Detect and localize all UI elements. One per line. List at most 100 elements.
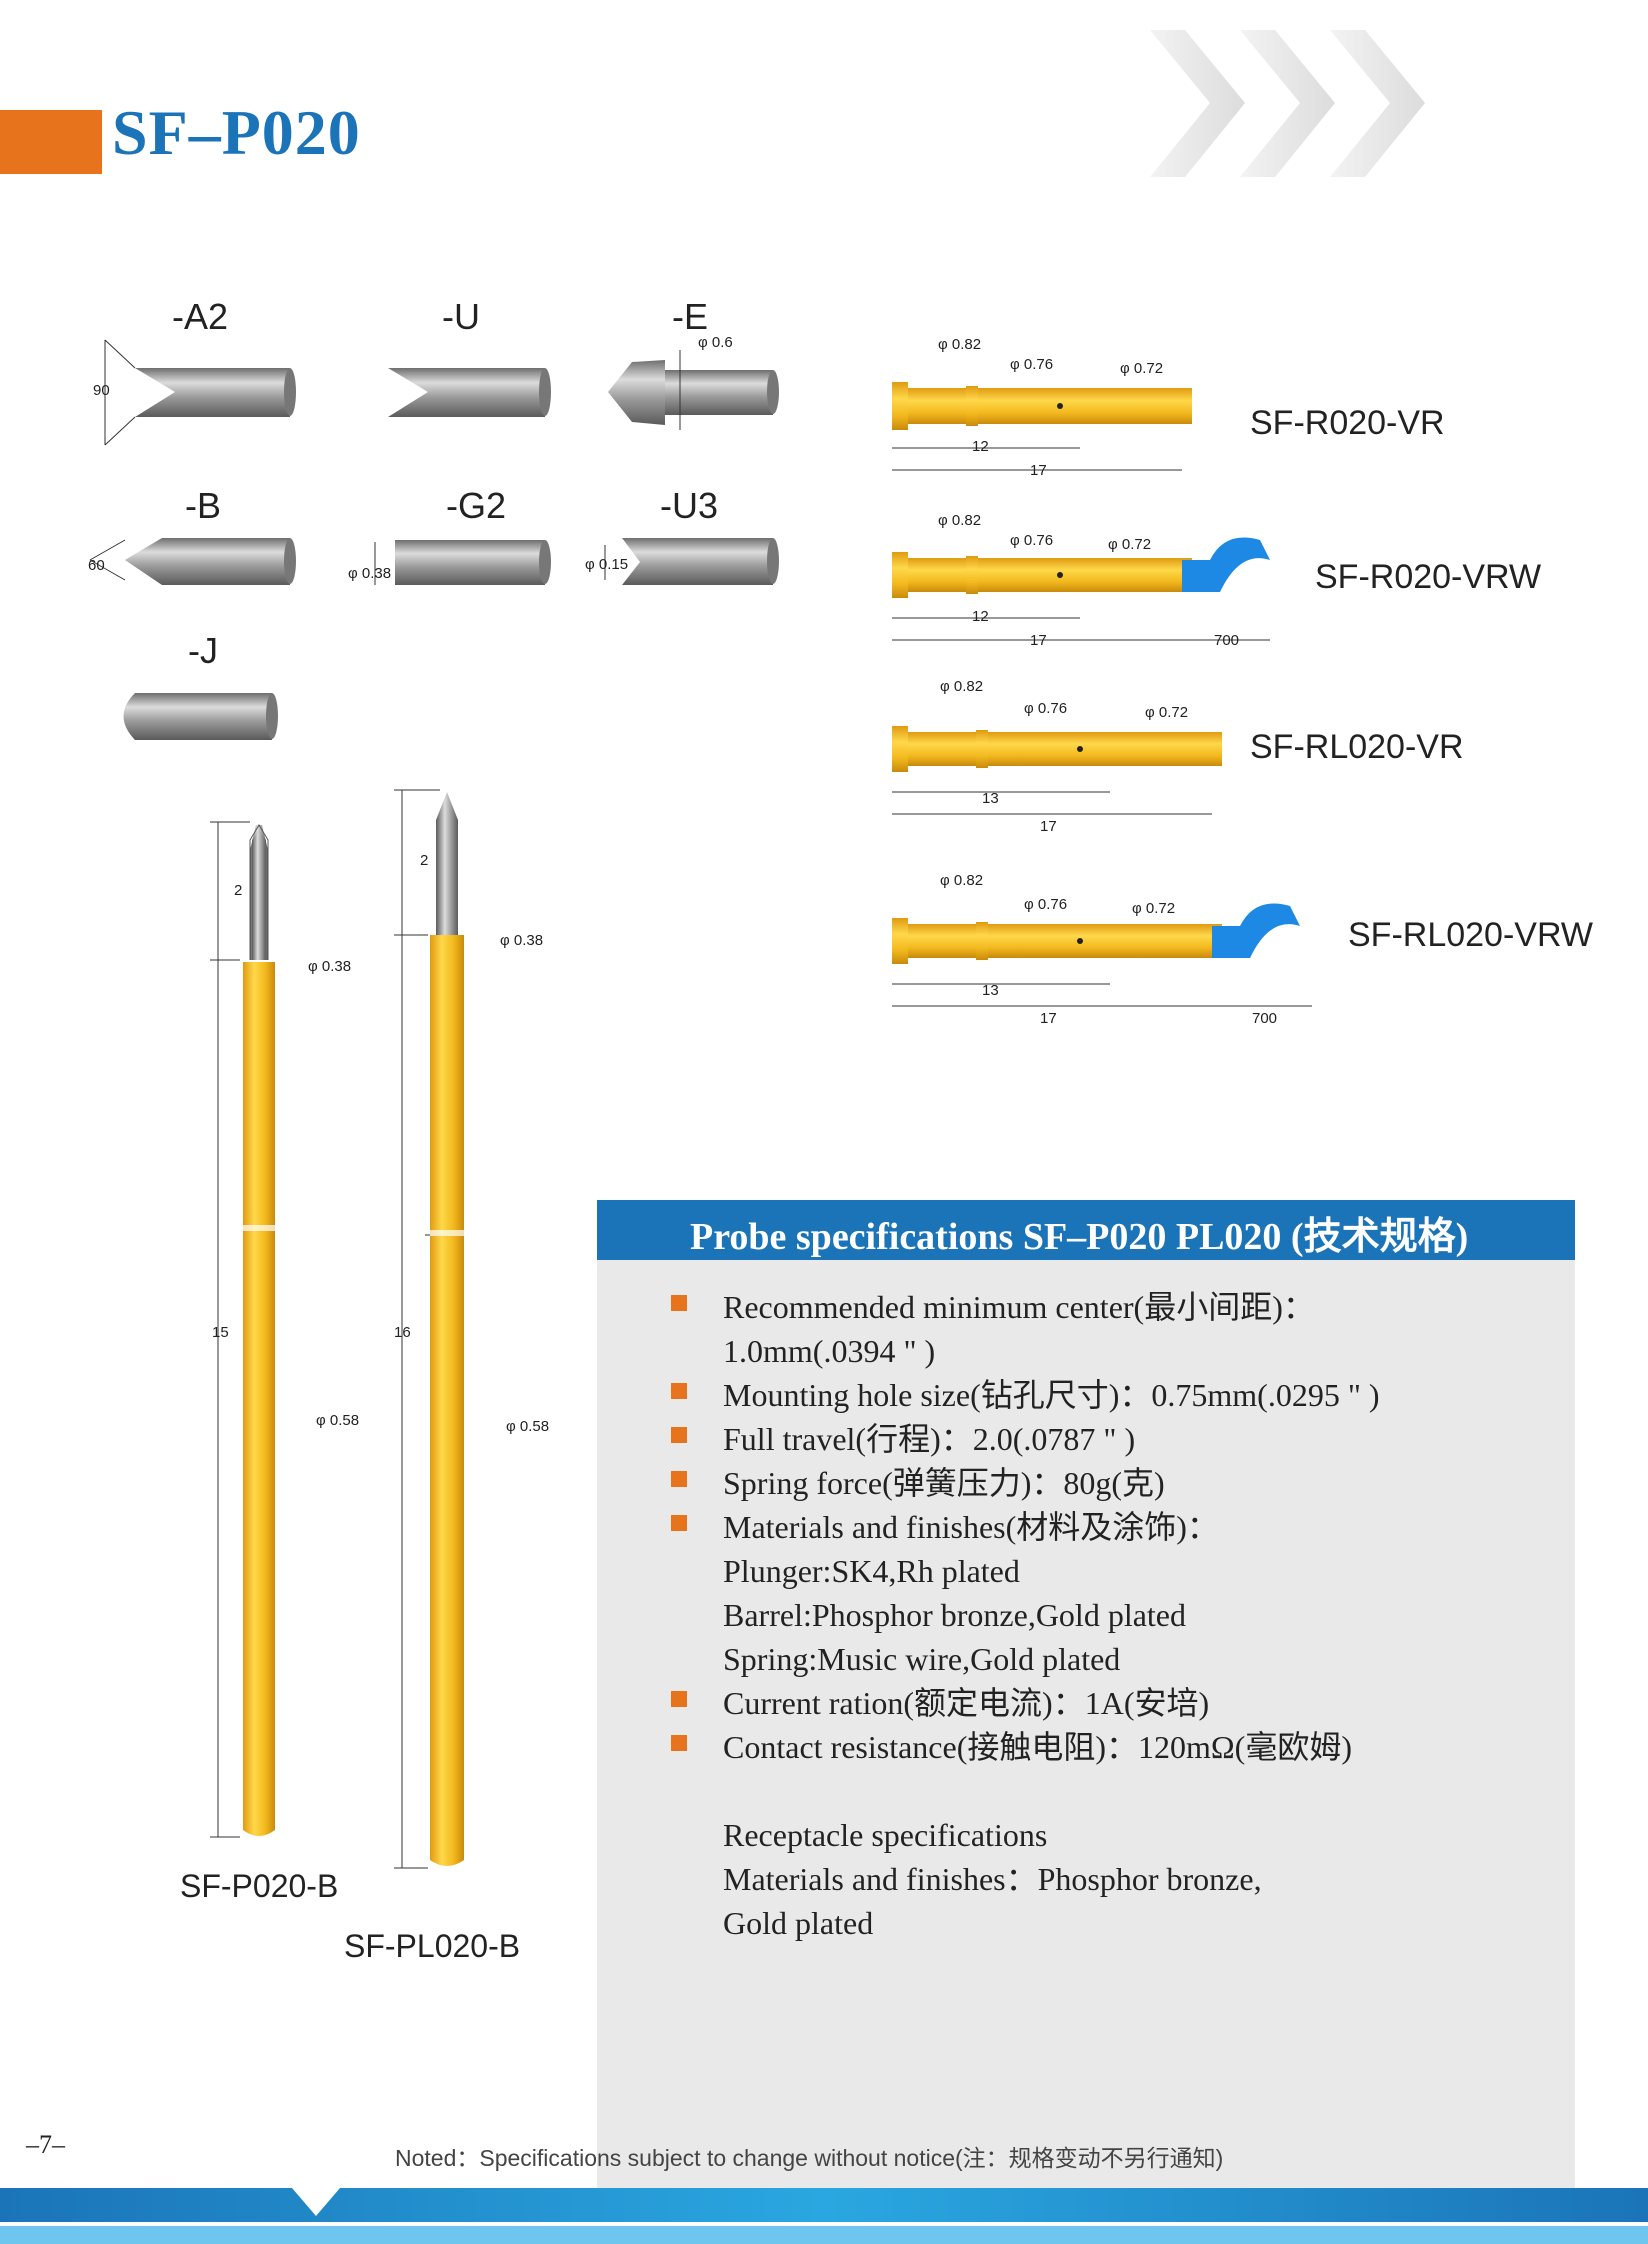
title-accent-bar [0,110,102,174]
bullet-icon [671,1515,687,1531]
rl020-vr-l1: 13 [982,790,999,807]
r020-vr-l1: 12 [972,438,989,455]
r020-vr-d3: φ 0.72 [1120,360,1164,377]
probe-drawings [210,789,465,1869]
rl020-vr-d1: φ 0.82 [940,678,984,695]
r020-vr-label: SF-R020-VR [1250,404,1445,442]
spec-heading: Probe specifications SF–P020 PL020 (技术规格… [690,1216,1469,1258]
spec-item-text: Contact resistance(接触电阻)：120mΩ(毫欧姆) [723,1729,1352,1765]
spec-item-text: Mounting hole size(钻孔尺寸)：0.75mm(.0295 " … [723,1377,1380,1413]
spec-item-text: 1.0mm(.0394 " ) [723,1333,936,1369]
bullet-icon [671,1691,687,1707]
receptacle-r020-vrw-icon [892,537,1270,641]
p020-tip-dia: φ 0.38 [308,958,352,975]
probe-pl020-b-icon [394,789,465,1869]
bullet-icon [671,1471,687,1487]
rl020-vrw-l3: 700 [1252,1010,1278,1027]
r020-vrw-l3: 700 [1214,632,1240,649]
tip-e-dim: φ 0.6 [698,334,733,351]
spec-item-text: Recommended minimum center(最小间距)： [723,1289,1315,1325]
tip-label-j: -J [188,630,218,671]
pl020-tip-len: 2 [420,852,429,869]
tip-u-icon [388,368,551,417]
spec-header-bar [597,1200,1575,1260]
spec-item-text: Spring force(弹簧压力)：80g(克) [723,1465,1165,1501]
spec-item-text: Plunger:SK4,Rh plated [723,1553,1020,1589]
spec-item: Plunger:SK4,Rh plated [667,1549,1547,1593]
spec-item: Spring force(弹簧压力)：80g(克) [667,1461,1547,1505]
tip-label-b: -B [185,485,221,526]
spec-item: Barrel:Phosphor bronze,Gold plated [667,1593,1547,1637]
pl020-tip-dia: φ 0.38 [500,932,544,949]
tip-label-e: -E [672,296,708,337]
spec-item: Materials and finishes(材料及涂饰)： [667,1505,1547,1549]
footnote: Noted：Specifications subject to change w… [395,2145,1224,2171]
spec-item-text: Spring:Music wire,Gold plated [723,1641,1121,1677]
rl020-vr-label: SF-RL020-VR [1250,728,1464,766]
p020-label: SF-P020-B [180,1868,339,1904]
rl020-vrw-d1: φ 0.82 [940,872,984,889]
bullet-icon [671,1295,687,1311]
spec-item: Current ration(额定电流)：1A(安培) [667,1681,1547,1725]
tip-label-a2: -A2 [172,296,229,337]
spec-item: Mounting hole size(钻孔尺寸)：0.75mm(.0295 " … [667,1373,1547,1417]
r020-vrw-l1: 12 [972,608,989,625]
rl020-vrw-d2: φ 0.76 [1024,896,1068,913]
chevron-decoration-icon [1150,30,1425,177]
receptacle-r020-vr-icon [892,382,1192,471]
footer-bar [0,2188,1648,2244]
tip-g2-dim: φ 0.38 [348,565,392,582]
rl020-vr-d3: φ 0.72 [1145,704,1189,721]
receptacle-spec-title: Receptacle specifications [723,1817,1048,1853]
tip-label-u3: -U3 [660,485,719,526]
tip-label-g2: -G2 [446,485,507,526]
tip-j-icon [123,693,278,740]
tip-b-icon [89,538,296,585]
rl020-vrw-d3: φ 0.72 [1132,900,1176,917]
tip-u3-dim: φ 0.15 [585,556,629,573]
pl020-body-dia: φ 0.58 [506,1418,550,1435]
tip-types-drawing [89,339,779,740]
receptacle-rl020-vrw-icon [892,903,1312,1007]
tip-g2-icon [374,540,551,585]
spec-item: Contact resistance(接触电阻)：120mΩ(毫欧姆) [667,1725,1547,1769]
p020-body-len: 15 [212,1324,229,1341]
spec-item: Spring:Music wire,Gold plated [667,1637,1547,1681]
rl020-vr-d2: φ 0.76 [1024,700,1068,717]
spec-item: 1.0mm(.0394 " ) [667,1329,1547,1373]
p020-tip-len: 2 [234,882,243,899]
spec-panel [597,1200,1575,2192]
r020-vr-d1: φ 0.82 [938,336,982,353]
pl020-body-len: 16 [394,1324,411,1341]
bullet-icon [671,1383,687,1399]
rl020-vrw-label: SF-RL020-VRW [1348,916,1593,954]
pl020-label: SF-PL020-B [344,1928,521,1964]
r020-vrw-d1: φ 0.82 [938,512,982,529]
r020-vrw-d2: φ 0.76 [1010,532,1054,549]
spec-item-text: Current ration(额定电流)：1A(安培) [723,1685,1210,1721]
tip-b-dim: 60 [88,557,105,574]
p020-body-dia: φ 0.58 [316,1412,360,1429]
tip-u3-icon [604,538,779,585]
tip-a2-icon [104,339,296,446]
spec-item-text: Materials and finishes(材料及涂饰)： [723,1509,1219,1545]
r020-vr-d2: φ 0.76 [1010,356,1054,373]
receptacle-spec-line: Gold plated [723,1905,874,1941]
probe-p020-b-icon [210,821,276,1838]
spec-item-text: Full travel(行程)：2.0(.0787 " ) [723,1421,1136,1457]
r020-vrw-l2: 17 [1030,632,1047,649]
tip-e-icon [608,350,779,430]
page-number: –7– [26,2130,65,2159]
tip-label-u: -U [442,296,480,337]
spec-item: Full travel(行程)：2.0(.0787 " ) [667,1417,1547,1461]
rl020-vrw-l2: 17 [1040,1010,1057,1027]
r020-vrw-label: SF-R020-VRW [1315,558,1542,596]
tip-a2-angle: 90 [93,382,110,399]
bullet-icon [671,1427,687,1443]
receptacle-rl020-vr-icon [892,726,1222,815]
receptacle-spec-line: Materials and finishes：Phosphor bronze, [723,1861,1262,1897]
rl020-vr-l2: 17 [1040,818,1057,835]
spec-list: Recommended minimum center(最小间距)： 1.0mm(… [667,1285,1547,1945]
page-title: SF–P020 [112,97,361,168]
spec-item-text: Barrel:Phosphor bronze,Gold plated [723,1597,1186,1633]
